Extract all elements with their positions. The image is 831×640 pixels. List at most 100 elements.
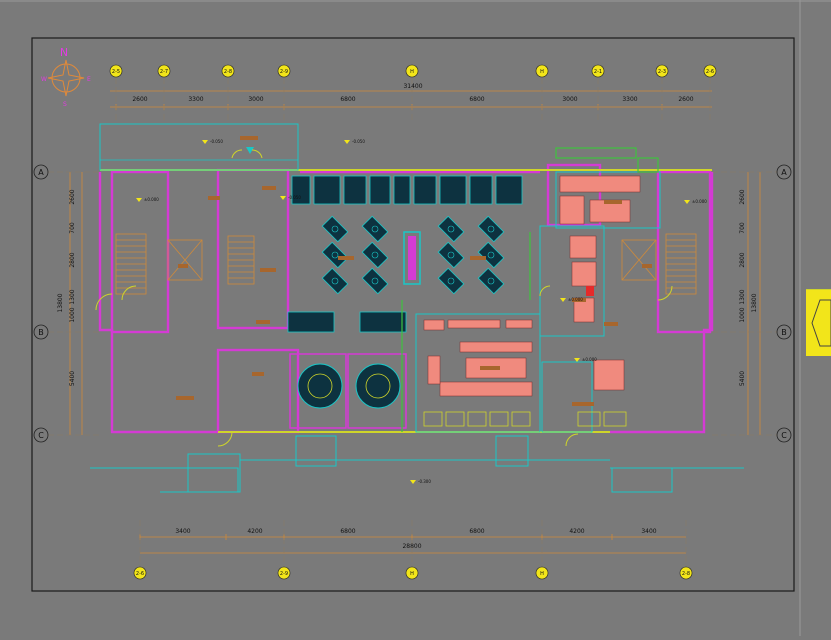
top-axis-label: H — [540, 69, 544, 75]
dining-table — [437, 241, 465, 269]
bottom-axis-label: 2-6 — [136, 571, 144, 577]
elevation-value: -0.300 — [418, 479, 431, 484]
left-total-dimension: 13800 — [57, 293, 64, 312]
row-axis-label: C — [38, 431, 44, 440]
elevation-mark: -0.050 — [202, 139, 223, 144]
bottom-dimension: 3400 — [641, 528, 656, 535]
elevation-mark: -0.300 — [410, 479, 431, 484]
row-axis-label: C — [781, 431, 787, 440]
row-axis-bubble-left: C — [33, 427, 49, 443]
exterior-steps — [90, 435, 744, 493]
elevation-value: ±0.000 — [568, 297, 583, 302]
elevation-value: ±0.000 — [144, 197, 159, 202]
compass-ring — [51, 63, 81, 93]
compass: N W E S — [41, 46, 91, 108]
right-dimension: 2800 — [739, 252, 746, 267]
bottom-axis-bubble: H — [405, 566, 419, 580]
top-total-dimension: 31400 — [403, 83, 422, 90]
bottom-axis-bubble: H — [535, 566, 549, 580]
kitchen-equipment — [423, 175, 641, 397]
top-dimension: 2600 — [678, 96, 693, 103]
private-dining-rooms — [289, 353, 407, 429]
dining-table — [321, 215, 349, 243]
top-axis-label: 2-3 — [658, 69, 666, 75]
green-partitions — [401, 147, 659, 432]
dining-table — [437, 215, 465, 243]
elevation-value: ±0.000 — [692, 199, 707, 204]
axis-grid — [48, 78, 777, 566]
booth-row — [291, 175, 523, 205]
right-dimension: 1000 — [739, 307, 746, 322]
elevation-mark: ±0.000 — [684, 199, 707, 204]
row-axis-bubble-right: A — [776, 164, 792, 180]
doors — [95, 149, 673, 447]
bottom-axis-bubble: 2-6 — [133, 566, 147, 580]
elevation-mark: ±0.000 — [560, 297, 583, 302]
bottom-axis-bubble: 2-9 — [277, 566, 291, 580]
elevation-mark: ±0.000 — [136, 197, 159, 202]
bottom-axis-label: 2-8 — [682, 571, 690, 577]
right-dimension: 2600 — [739, 189, 746, 204]
top-axis-label: 2-1 — [594, 69, 602, 75]
left-dimension: 1000 — [69, 307, 76, 322]
elevation-value: -0.050 — [352, 139, 365, 144]
right-total-dimension: 13800 — [751, 293, 758, 312]
table-cluster-left — [321, 215, 389, 295]
compass-label: E — [87, 76, 91, 83]
top-axis-bubble: H — [405, 64, 419, 78]
bottom-axis-label: H — [410, 571, 414, 577]
elevation-mark: ±0.000 — [574, 357, 597, 362]
bottom-axis-label: 2-9 — [280, 571, 288, 577]
dining-table — [321, 267, 349, 295]
dining-table — [361, 267, 389, 295]
table-cluster-right — [437, 215, 505, 295]
top-axis-label: 2-8 — [224, 69, 232, 75]
right-dimension: 700 — [739, 222, 746, 234]
sofa-group — [287, 311, 407, 333]
top-axis-label: H — [410, 69, 414, 75]
kitchen-partitions — [415, 171, 661, 433]
stair-center — [227, 235, 255, 285]
bar-counter-inner — [408, 236, 416, 280]
top-axis-label: 2-7 — [160, 69, 168, 75]
left-dimension: 700 — [69, 222, 76, 234]
top-dimension: 6800 — [469, 96, 484, 103]
row-axis-bubble-right: B — [776, 324, 792, 340]
compass-star — [47, 59, 85, 97]
compass-label: W — [41, 76, 47, 83]
row-axis-label: A — [781, 168, 787, 177]
dining-table — [361, 215, 389, 243]
top-dimension: 3000 — [562, 96, 577, 103]
compass-label: S — [63, 101, 67, 108]
dining-table — [477, 241, 505, 269]
bottom-dimension: 4200 — [247, 528, 262, 535]
elevation-value: -0.050 — [288, 195, 301, 200]
elevation-mark: -0.050 — [280, 195, 301, 200]
bottom-axis-label: H — [540, 571, 544, 577]
left-dimension: 5400 — [69, 371, 76, 386]
top-axis-bubble: 2-6 — [703, 64, 717, 78]
bottom-dimension: 6800 — [340, 528, 355, 535]
left-dimension: 1300 — [69, 289, 76, 304]
bar-counter — [403, 231, 421, 285]
top-axis-label: 2-5 — [112, 69, 120, 75]
round-table-right — [355, 363, 401, 409]
kitchen-red-unit — [586, 286, 594, 296]
top-axis-bubble: 2-5 — [109, 64, 123, 78]
entrance-canopy — [99, 123, 299, 171]
elevation-mark: -0.050 — [344, 139, 365, 144]
dining-table — [361, 241, 389, 269]
sink-row — [423, 411, 627, 427]
dining-table — [437, 267, 465, 295]
top-axis-bubble: 2-9 — [277, 64, 291, 78]
top-axis-bubble: 2-7 — [157, 64, 171, 78]
top-dimension: 3300 — [188, 96, 203, 103]
left-dimension: 2600 — [69, 189, 76, 204]
dimension-rails — [69, 90, 761, 554]
elevation-value: -0.050 — [210, 139, 223, 144]
row-axis-label: A — [38, 168, 44, 177]
stair-left — [115, 233, 147, 295]
